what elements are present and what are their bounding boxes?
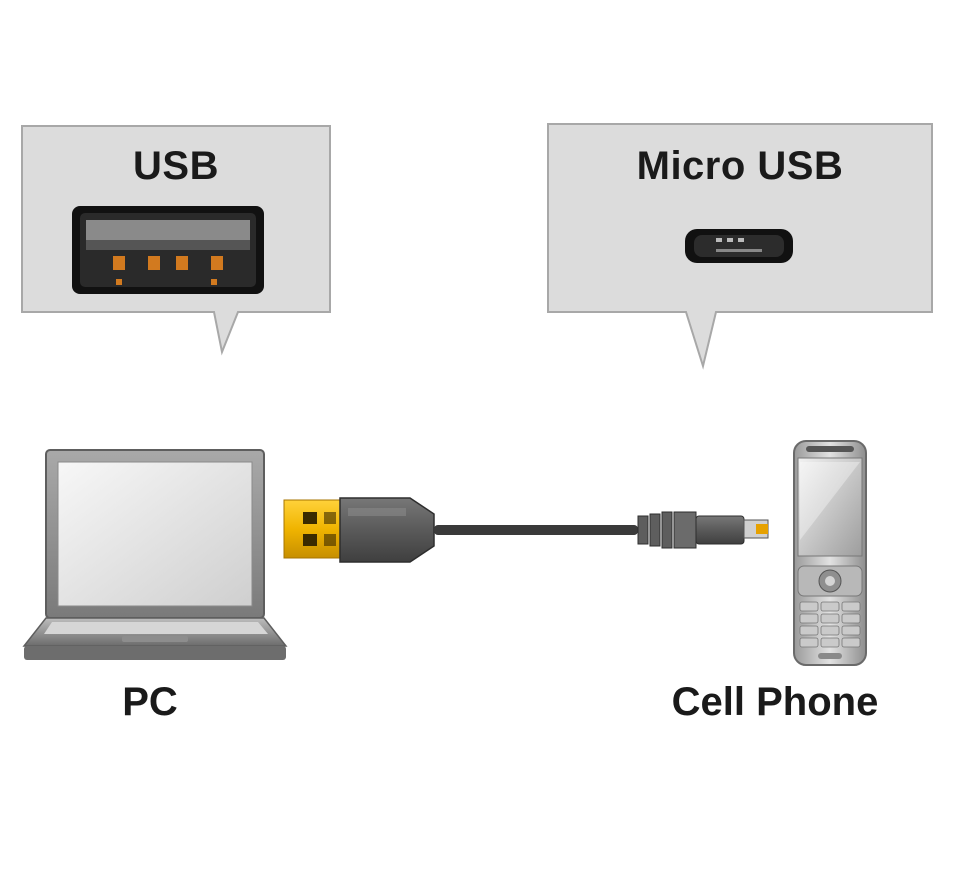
cell-phone-icon — [793, 440, 867, 666]
usb-callout — [21, 125, 331, 356]
cell-phone-label: Cell Phone — [671, 680, 879, 724]
usb-callout-title: USB — [133, 144, 219, 188]
laptop-icon — [22, 449, 288, 660]
pc-label: PC — [122, 680, 178, 724]
micro-usb-port-icon — [685, 229, 793, 263]
micro-usb-callout — [547, 123, 933, 370]
micro-usb-callout-title: Micro USB — [636, 144, 844, 188]
usb-a-port-icon — [72, 206, 264, 294]
usb-cable — [283, 497, 769, 563]
